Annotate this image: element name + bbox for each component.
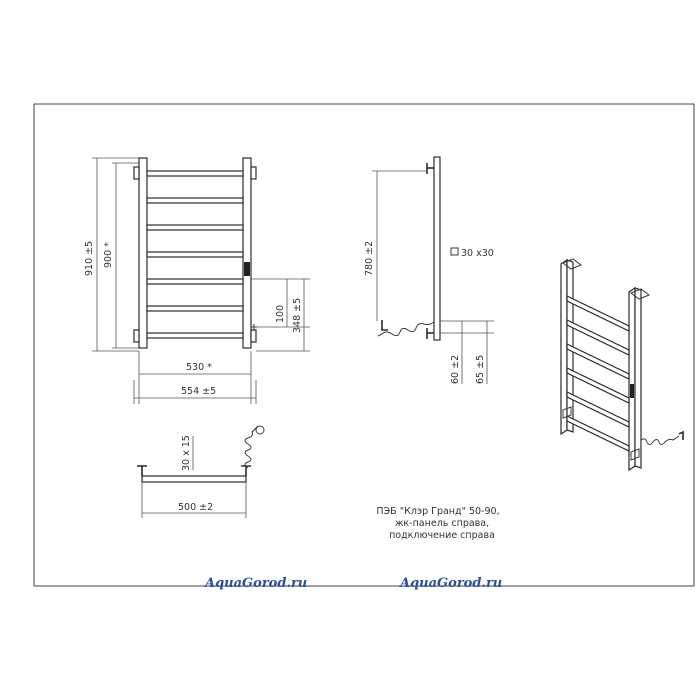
top-view: 30 x 15 500 ±2 xyxy=(137,425,265,518)
top-dim-width: 500 ±2 xyxy=(178,502,213,513)
dim-width-inner: 530 * xyxy=(186,362,212,373)
isometric-view xyxy=(560,258,684,472)
side-dim-bottom-a: 60 ±2 xyxy=(450,355,461,384)
front-view: 910 ±5 900 * 530 * 554 ±5 100 348 ±5 xyxy=(84,157,310,404)
top-power-cable xyxy=(244,425,259,469)
side-dim-height: 780 ±2 xyxy=(364,241,375,276)
top-profile: 30 x 15 xyxy=(181,435,192,471)
dim-width-total: 554 ±5 xyxy=(181,386,216,397)
drawing-frame xyxy=(33,103,695,587)
watermark-right: AquaGorod.ru xyxy=(398,576,502,591)
caption-line-2: жк-панель справа, xyxy=(395,518,489,529)
dim-height-inner: 900 * xyxy=(103,242,114,268)
caption-line-3: подключение справа xyxy=(389,530,495,541)
caption-line-1: ПЭБ "Клэр Гранд" 50-90, xyxy=(376,506,499,517)
dim-conn-height: 348 ±5 xyxy=(292,298,303,333)
side-dim-bottom-b: 65 ±5 xyxy=(475,355,486,384)
lcd-panel xyxy=(244,262,250,276)
side-profile: 30 x30 xyxy=(461,248,494,259)
iso-lcd-panel xyxy=(630,384,634,398)
front-crossbars xyxy=(146,170,244,339)
side-view: 780 ±2 30 x30 60 ±2 65 ±5 xyxy=(364,156,494,384)
dim-height-total: 910 ±5 xyxy=(84,241,95,276)
dim-conn-gap: 100 xyxy=(275,305,286,323)
watermark-left: AquaGorod.ru xyxy=(203,576,307,591)
power-cable xyxy=(377,321,435,337)
caption: ПЭБ "Клэр Гранд" 50-90, жк-панель справа… xyxy=(376,506,499,541)
iso-power-cable xyxy=(640,435,680,445)
iso-crossbars xyxy=(566,295,630,452)
